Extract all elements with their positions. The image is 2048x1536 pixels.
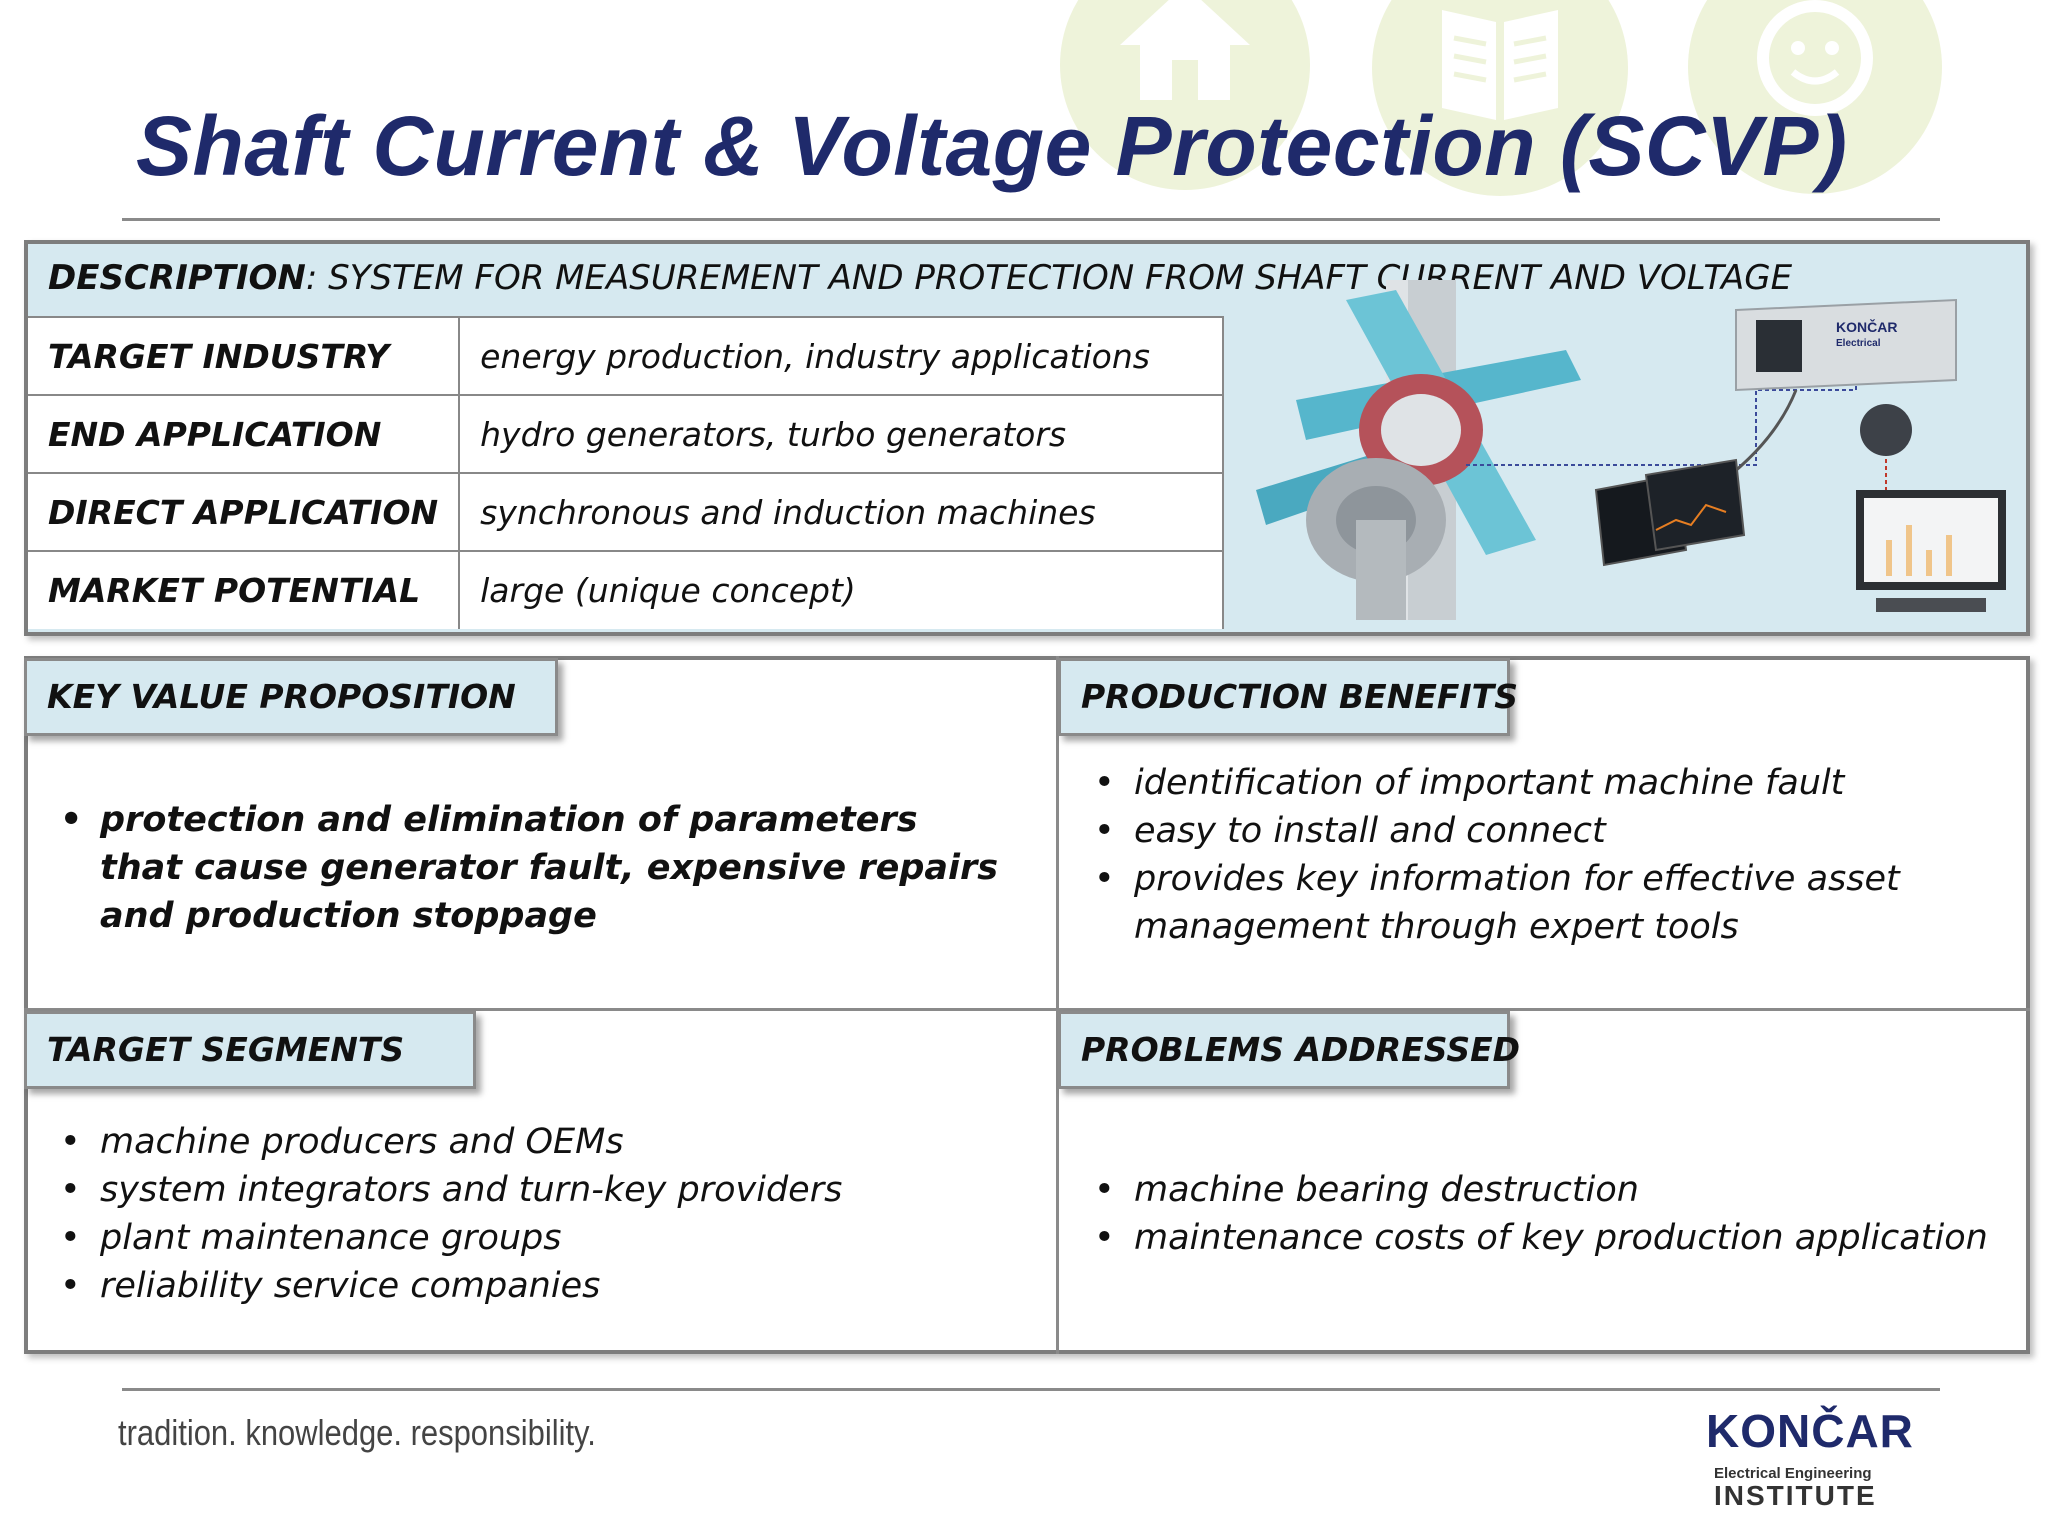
grid-horizontal-divider bbox=[24, 1008, 2030, 1011]
table-row: MARKET POTENTIAL large (unique concept) bbox=[28, 550, 1224, 629]
tablet-screens-image bbox=[1594, 458, 1746, 567]
list-item: reliability service companies bbox=[46, 1262, 1006, 1310]
list-item: protection and elimination of parameters… bbox=[46, 796, 1006, 940]
list-item: machine producers and OEMs bbox=[46, 1118, 1006, 1166]
production-benefits-heading: PRODUCTION BENEFITS bbox=[1058, 658, 1518, 736]
logo-institute: INSTITUTE bbox=[1714, 1480, 1877, 1511]
problems-addressed-heading: PROBLEMS ADDRESSED bbox=[1058, 1011, 1520, 1089]
product-illustration: KONČAR Electrical bbox=[1256, 280, 2006, 620]
target-segments-heading: TARGET SEGMENTS bbox=[24, 1011, 476, 1089]
page-title: Shaft Current & Voltage Protection (SCVP… bbox=[136, 99, 1848, 193]
info-table: TARGET INDUSTRY energy production, indus… bbox=[28, 316, 1224, 629]
direct-application-label: DIRECT APPLICATION bbox=[28, 472, 461, 552]
description-text: : SYSTEM FOR MEASUREMENT AND PROTECTION … bbox=[305, 258, 1793, 298]
list-item: provides key information for effective a… bbox=[1080, 855, 1980, 951]
details-grid bbox=[24, 656, 2030, 1354]
production-benefits-list: identification of important machine faul… bbox=[1080, 759, 1980, 951]
market-potential-label: MARKET POTENTIAL bbox=[28, 550, 461, 629]
target-industry-value: energy production, industry applications bbox=[458, 316, 1224, 396]
target-segments-list: machine producers and OEMs system integr… bbox=[46, 1118, 1006, 1310]
table-row: TARGET INDUSTRY energy production, indus… bbox=[28, 316, 1224, 396]
home-bg-icon bbox=[1060, 0, 1310, 190]
table-row: END APPLICATION hydro generators, turbo … bbox=[28, 394, 1224, 474]
desktop-monitor-image bbox=[1856, 490, 2006, 612]
end-application-label: END APPLICATION bbox=[28, 394, 461, 474]
footer-divider bbox=[122, 1388, 1940, 1391]
key-value-heading: KEY VALUE PROPOSITION bbox=[24, 658, 558, 736]
list-item: system integrators and turn-key provider… bbox=[46, 1166, 1006, 1214]
device-brand: KONČAR bbox=[1836, 318, 1897, 335]
end-application-value: hydro generators, turbo generators bbox=[458, 394, 1224, 474]
koncar-logo: KONČAR Electrical Engineering INSTITUTE bbox=[1706, 1408, 1946, 1510]
logo-subtitle: Electrical Engineering bbox=[1714, 1465, 1872, 1482]
smiley-bg-icon bbox=[1688, 0, 1942, 194]
globe-icon bbox=[1860, 404, 1912, 456]
market-potential-value: large (unique concept) bbox=[458, 550, 1224, 629]
description-panel: DESCRIPTION: SYSTEM FOR MEASUREMENT AND … bbox=[24, 240, 2030, 636]
device-image: KONČAR Electrical bbox=[1723, 298, 1957, 482]
description-line: DESCRIPTION: SYSTEM FOR MEASUREMENT AND … bbox=[48, 258, 1792, 298]
direct-application-value: synchronous and induction machines bbox=[458, 472, 1224, 552]
device-sub: Electrical bbox=[1836, 338, 1881, 349]
book-bg-icon bbox=[1372, 0, 1628, 196]
target-industry-label: TARGET INDUSTRY bbox=[28, 316, 461, 396]
list-item: machine bearing destruction bbox=[1080, 1166, 2020, 1214]
grid-vertical-divider bbox=[1056, 656, 1059, 1354]
key-value-list: protection and elimination of parameters… bbox=[46, 796, 1006, 940]
list-item: plant maintenance groups bbox=[46, 1214, 1006, 1262]
logo-name: KONČAR bbox=[1706, 1405, 1914, 1457]
list-item: easy to install and connect bbox=[1080, 807, 1980, 855]
generator-shaft-image bbox=[1256, 280, 1581, 620]
problems-addressed-list: machine bearing destruction maintenance … bbox=[1080, 1166, 2020, 1262]
footer-tagline: tradition. knowledge. responsibility. bbox=[118, 1412, 596, 1453]
table-row: DIRECT APPLICATION synchronous and induc… bbox=[28, 472, 1224, 552]
list-item: maintenance costs of key production appl… bbox=[1080, 1214, 2020, 1262]
title-divider bbox=[122, 218, 1940, 221]
list-item: identification of important machine faul… bbox=[1080, 759, 1980, 807]
description-label: DESCRIPTION bbox=[48, 258, 306, 298]
